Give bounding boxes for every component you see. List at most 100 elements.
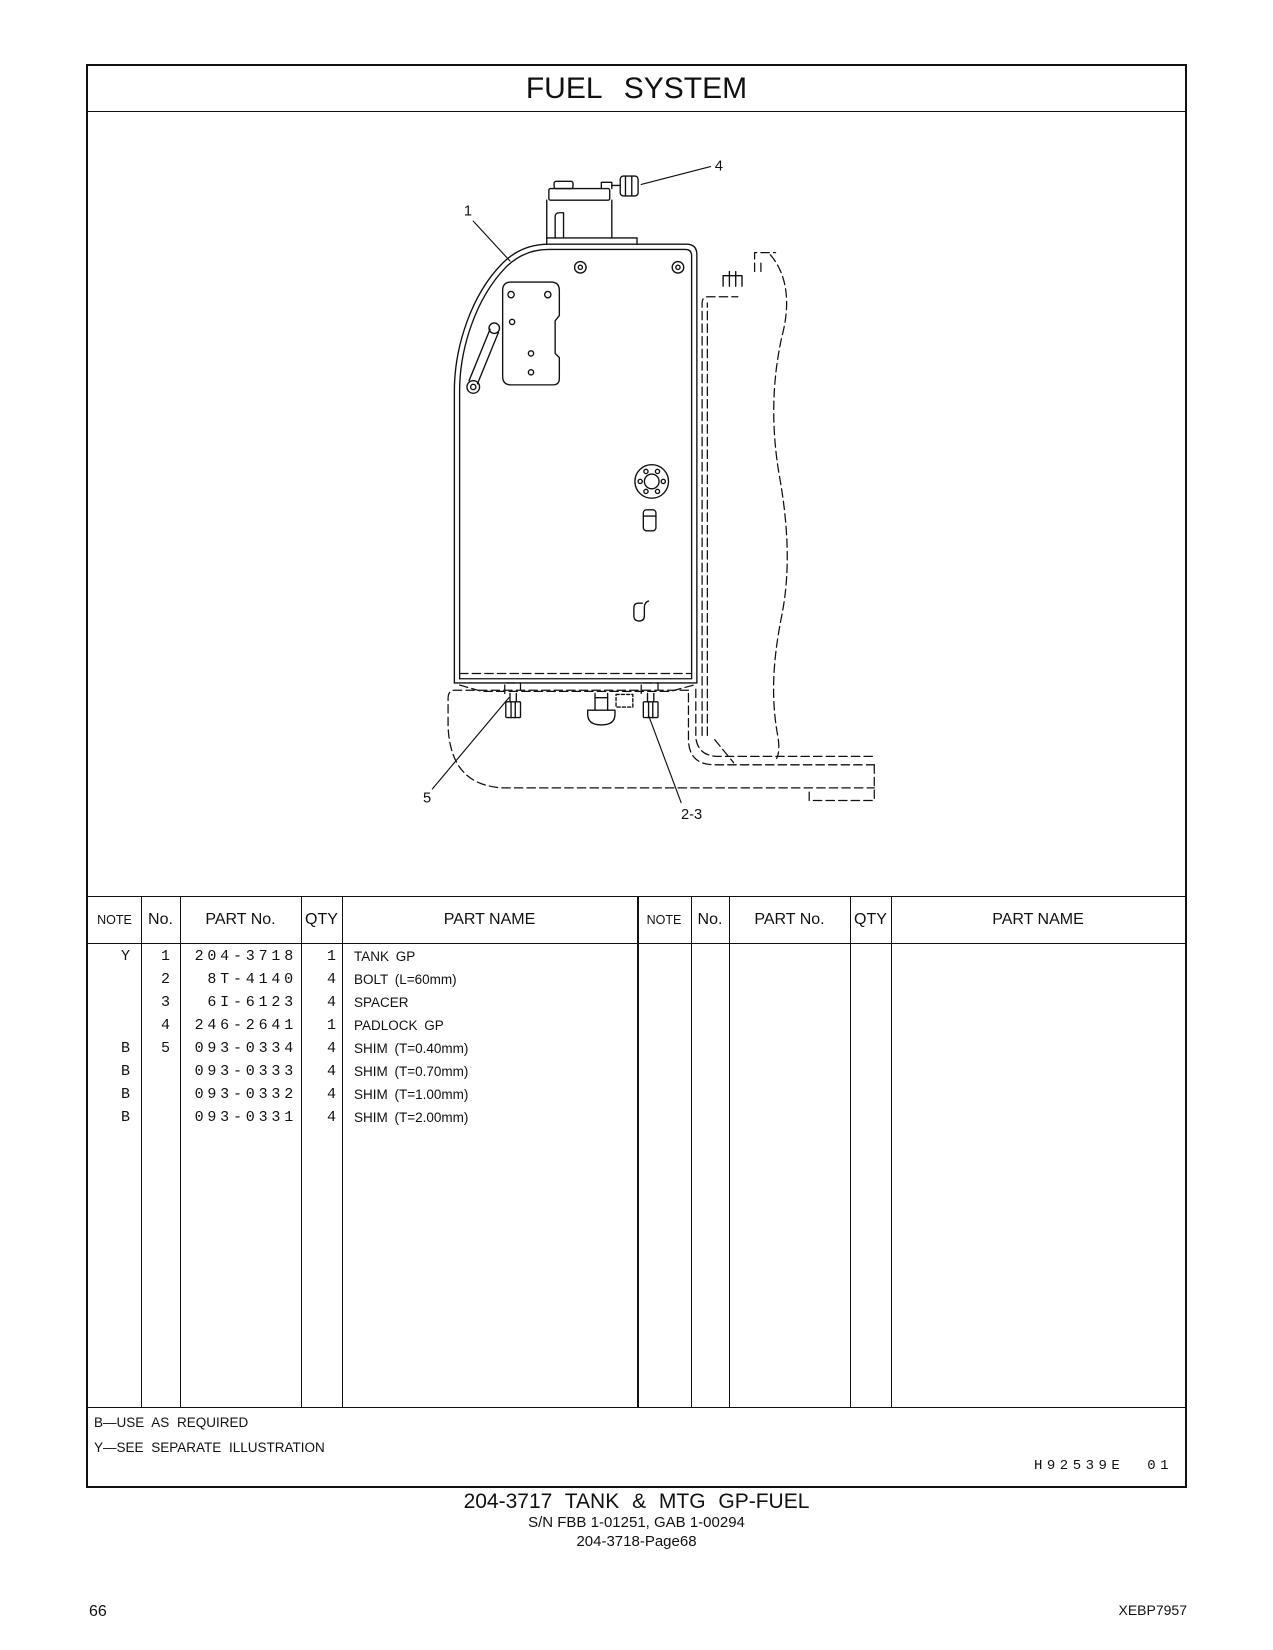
table-row: Y 1 204-3718 1 TANK GP	[88, 945, 1185, 968]
column-divider	[850, 897, 851, 1407]
rear-post-outer	[701, 296, 739, 737]
page-reference: 204-3718-Page68	[576, 1533, 697, 1550]
sight-gauge-top-cap	[488, 322, 501, 335]
quantity-cell: 4	[326, 971, 336, 988]
mounting-plate	[501, 281, 561, 386]
part-number-cell: 8T-4140	[207, 971, 297, 988]
column-divider	[691, 897, 692, 1407]
note-cell: B	[120, 1063, 130, 1080]
callout-leader-2-3	[647, 714, 682, 804]
header-no: No.	[148, 911, 173, 928]
quantity-cell: 4	[326, 1086, 336, 1103]
tank-outer-outline	[453, 243, 698, 684]
machine-frame-hidden-lines	[447, 252, 875, 802]
serial-numbers: S/N FBB 1-01251, GAB 1-00294	[528, 1514, 745, 1531]
column-divider	[301, 897, 302, 1407]
part-number-cell: 093-0332	[194, 1086, 297, 1103]
callout-leader-5	[431, 697, 510, 790]
fuel-tank-illustration: 1 4 5 2-3	[423, 159, 875, 823]
part-name-cell: SPACER	[354, 995, 409, 1010]
callout-leader-4	[640, 165, 712, 185]
item-number-cell: 3	[160, 994, 170, 1011]
callout-label-1: 1	[464, 204, 472, 220]
table-row: B 093-0332 4 SHIM (T=1.00mm)	[88, 1083, 1185, 1106]
item-number-cell: 1	[160, 948, 170, 965]
table-row: 3 6I-6123 4 SPACER	[88, 991, 1185, 1014]
sight-gauge-bottom-cap	[466, 379, 481, 394]
filler-neck-walls	[546, 199, 613, 239]
base-frame-end	[808, 764, 875, 802]
item-number-cell: 2	[160, 971, 170, 988]
part-name-cell: PADLOCK GP	[354, 1018, 444, 1033]
rear-frame-outer	[687, 692, 875, 766]
table-row: B 093-0333 4 SHIM (T=0.70mm)	[88, 1060, 1185, 1083]
header-part-name-right: PART NAME	[992, 911, 1084, 928]
cap-hasp	[600, 181, 613, 190]
sender-flange	[634, 463, 670, 499]
filler-neck	[546, 199, 638, 245]
header-part-no: PART No.	[205, 911, 276, 928]
table-center-divider	[637, 897, 639, 1407]
rear-fitting	[722, 270, 743, 287]
table-row: 2 8T-4140 4 BOLT (L=60mm)	[88, 968, 1185, 991]
legend-note-b: B—USE AS REQUIRED	[94, 1415, 249, 1430]
rear-frame-inner	[695, 688, 875, 758]
drain-valve	[615, 693, 634, 708]
filler-base-plate	[546, 237, 638, 245]
tank-inner-outline	[458, 248, 693, 680]
quantity-cell: 1	[326, 1017, 336, 1034]
callout-leader-1	[472, 220, 511, 262]
mounting-plate-outline	[501, 281, 561, 386]
note-cell: Y	[120, 948, 130, 965]
note-cell	[88, 1014, 141, 1037]
parts-table: NOTE No. PART No. QTY PART NAME NOTE No.…	[88, 896, 1185, 1408]
quantity-cell: 4	[326, 1040, 336, 1057]
header-note-right: NOTE	[646, 913, 682, 927]
part-number-cell: 093-0333	[194, 1063, 297, 1080]
upper-bracket	[753, 252, 777, 273]
column-divider	[891, 897, 892, 1407]
quantity-cell: 1	[326, 948, 336, 965]
note-cell: B	[120, 1109, 130, 1126]
rear-bracket-detail	[714, 738, 735, 764]
header-qty-right: QTY	[854, 911, 887, 928]
header-part-name: PART NAME	[443, 911, 536, 928]
item-number-cell	[141, 1060, 180, 1083]
column-divider	[180, 897, 181, 1407]
callout-label-5: 5	[423, 790, 431, 806]
document-id: XEBP7957	[1118, 1602, 1188, 1618]
padlock	[611, 175, 639, 197]
catalog-frame: FUEL SYSTEM	[86, 64, 1187, 1488]
drawing-code: H92539E 01	[1033, 1458, 1173, 1474]
part-number-cell: 6I-6123	[207, 994, 297, 1011]
base-frame-outline	[447, 689, 875, 789]
tank-bottom-edge	[453, 678, 698, 684]
part-name-cell: SHIM (T=1.00mm)	[354, 1087, 469, 1102]
part-name-cell: SHIM (T=2.00mm)	[354, 1110, 469, 1125]
part-number-cell: 093-0334	[194, 1040, 297, 1057]
quantity-cell: 4	[326, 1109, 336, 1126]
lifting-eye-left	[573, 260, 587, 274]
drain-clip	[633, 600, 650, 622]
break-line	[769, 254, 788, 760]
group-title: 204-3717 TANK & MTG GP-FUEL	[463, 1490, 810, 1513]
sensor-fitting	[642, 509, 657, 532]
callout-label-4: 4	[715, 159, 723, 175]
filler-cap	[548, 180, 613, 201]
column-divider	[141, 897, 142, 1407]
column-divider	[729, 897, 730, 1407]
mounting-bolt-right	[642, 692, 659, 719]
table-body: Y 1 204-3718 1 TANK GP 2 8T-4140 4 BOLT …	[88, 945, 1185, 1129]
table-row: 4 246-2641 1 PADLOCK GP	[88, 1014, 1185, 1037]
part-name-cell: SHIM (T=0.70mm)	[354, 1064, 469, 1079]
padlock-body	[619, 175, 639, 197]
drain-plug	[587, 692, 616, 726]
cap-knob	[553, 180, 574, 190]
column-divider	[342, 897, 343, 1407]
mounting-bolt-left	[505, 692, 522, 719]
quantity-cell: 4	[326, 994, 336, 1011]
table-row: B 5 093-0334 4 SHIM (T=0.40mm)	[88, 1037, 1185, 1060]
note-cell: B	[120, 1040, 130, 1057]
item-number-cell: 4	[160, 1017, 170, 1034]
